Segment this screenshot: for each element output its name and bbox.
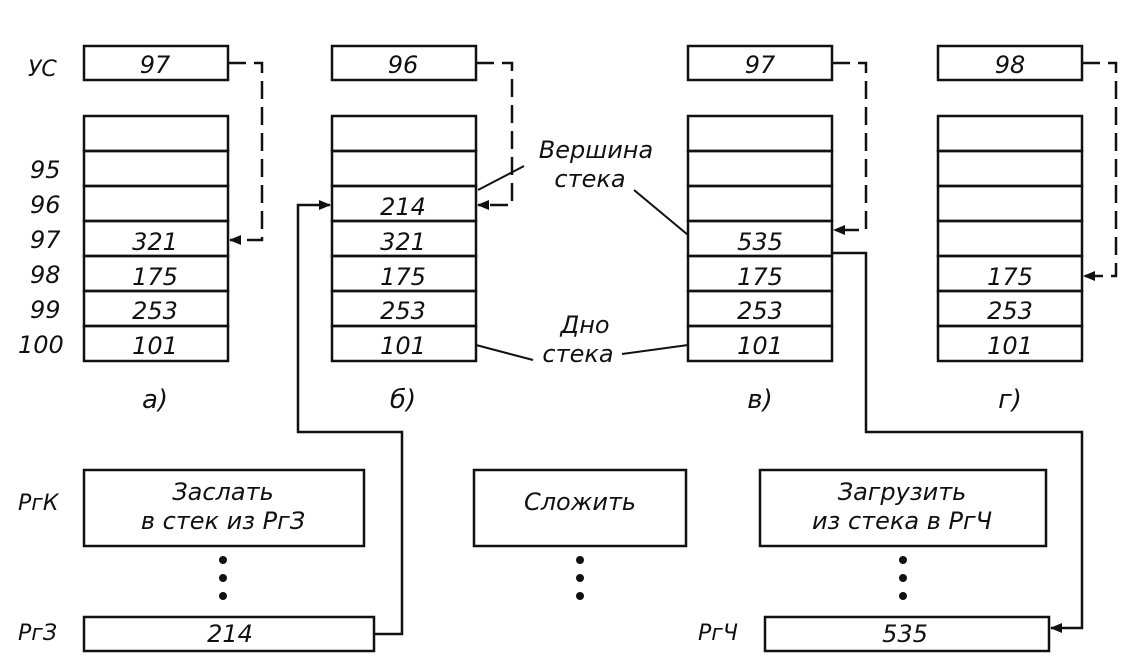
pointer-arrow-d: [1082, 61, 1118, 281]
ellipsis-dot: [576, 592, 584, 600]
pointer-arrow-a: [228, 61, 264, 245]
connector-lines-layer: [228, 61, 1118, 636]
stack-cell-value: 253: [737, 297, 783, 325]
stack-cell-value: 175: [132, 263, 178, 291]
text-layer: УС 95 96 97 98 99 100 97 96 97 98 321 17…: [18, 51, 1033, 648]
stack-bottom-annotation-line1: Дно: [559, 311, 609, 339]
address-label-98: 98: [30, 261, 61, 289]
push-instruction-box: [82, 468, 366, 548]
pop-data-flow-arrow: [832, 251, 1084, 633]
stack-cell-value: 253: [987, 297, 1033, 325]
stack-cell-a-2: [82, 184, 230, 223]
ellipsis-dot: [219, 574, 227, 582]
panel-caption-b: б): [390, 385, 416, 415]
stack-cell-value: 253: [380, 297, 426, 325]
pointer-arrow-b: [476, 61, 514, 210]
stack-bottom-annotation-line2: стека: [542, 340, 613, 368]
panel-caption-d: г): [998, 385, 1022, 415]
pointer-value-c: 97: [745, 51, 776, 79]
stack-cell-d-0: [936, 114, 1084, 153]
stack-cell-value: 214: [380, 193, 426, 221]
pop-instruction-line1: Загрузить: [838, 478, 967, 506]
ellipsis-dot: [899, 574, 907, 582]
stack-cell-d-1: [936, 149, 1084, 188]
stack-cell-value: 253: [132, 297, 178, 325]
ellipsis-dot: [576, 556, 584, 564]
pointer-arrow-c: [832, 61, 868, 235]
stack-cell-value: 101: [737, 332, 783, 360]
stack-cell-d-6: [936, 324, 1084, 363]
stack-cell-a-6: [82, 324, 230, 363]
write-register-label: РгЗ: [18, 621, 57, 646]
stack-cell-b-0: [330, 114, 478, 153]
address-label-96: 96: [30, 191, 61, 219]
stack-cell-c-2: [686, 184, 834, 223]
address-label-95: 95: [30, 156, 61, 184]
address-label-100: 100: [18, 331, 64, 359]
stack-cell-c-1: [686, 149, 834, 188]
ellipsis-dot: [219, 592, 227, 600]
stack-cell-c-6: [686, 324, 834, 363]
stack-cell-value: 535: [737, 228, 783, 256]
stack-cell-value: 101: [380, 332, 426, 360]
stack-top-leader-b: [477, 165, 525, 191]
stack-cell-value: 101: [132, 332, 178, 360]
address-label-99: 99: [30, 296, 61, 324]
stack-cell-value: 175: [737, 263, 783, 291]
stack-cell-a-0: [82, 114, 230, 153]
address-label-97: 97: [30, 226, 61, 254]
read-register-label: РгЧ: [698, 621, 738, 646]
panel-caption-c: в): [747, 385, 772, 415]
pointer-value-d: 98: [995, 51, 1026, 79]
stack-cell-value: 101: [987, 332, 1033, 360]
stack-pointer-label: УС: [28, 57, 57, 82]
stack-cell-value: 321: [132, 228, 178, 256]
pointer-value-b: 96: [388, 51, 419, 79]
ellipsis-dot: [219, 556, 227, 564]
push-instruction-line1: Заслать: [172, 478, 273, 506]
stack-cell-b-1: [330, 149, 478, 188]
add-instruction-box: [472, 468, 688, 548]
pointer-value-a: 97: [140, 51, 171, 79]
ellipsis-dot: [899, 556, 907, 564]
stack-cell-b-6: [330, 324, 478, 363]
read-register-value: 535: [882, 620, 928, 648]
stack-cell-value: 321: [380, 228, 426, 256]
pop-instruction-line2: из стека в РгЧ: [812, 507, 992, 535]
read-register-box: [763, 615, 1051, 653]
panel-caption-a: а): [142, 385, 168, 415]
instruction-register-label: РгК: [18, 491, 60, 516]
push-data-flow-arrow: [296, 200, 404, 636]
stack-cell-d-2: [936, 184, 1084, 223]
stack-top-leader-c: [633, 189, 689, 236]
stack-cell-value: 175: [380, 263, 426, 291]
stack-cell-d-3: [936, 219, 1084, 258]
ellipsis-dot: [576, 574, 584, 582]
pop-instruction-box: [758, 468, 1048, 548]
add-instruction: Сложить: [524, 488, 636, 516]
stack-cell-c-0: [686, 114, 834, 153]
push-instruction-line2: в стек из РгЗ: [141, 507, 305, 535]
stack-top-annotation-line2: стека: [554, 165, 625, 193]
write-register-value: 214: [207, 620, 253, 648]
stack-cell-value: 175: [987, 263, 1033, 291]
stack-top-annotation-line1: Вершина: [539, 136, 653, 164]
stack-cell-a-1: [82, 149, 230, 188]
stack-bottom-leader-c: [621, 344, 689, 355]
stack-bottom-leader-b: [475, 344, 534, 361]
ellipsis-dot: [899, 592, 907, 600]
